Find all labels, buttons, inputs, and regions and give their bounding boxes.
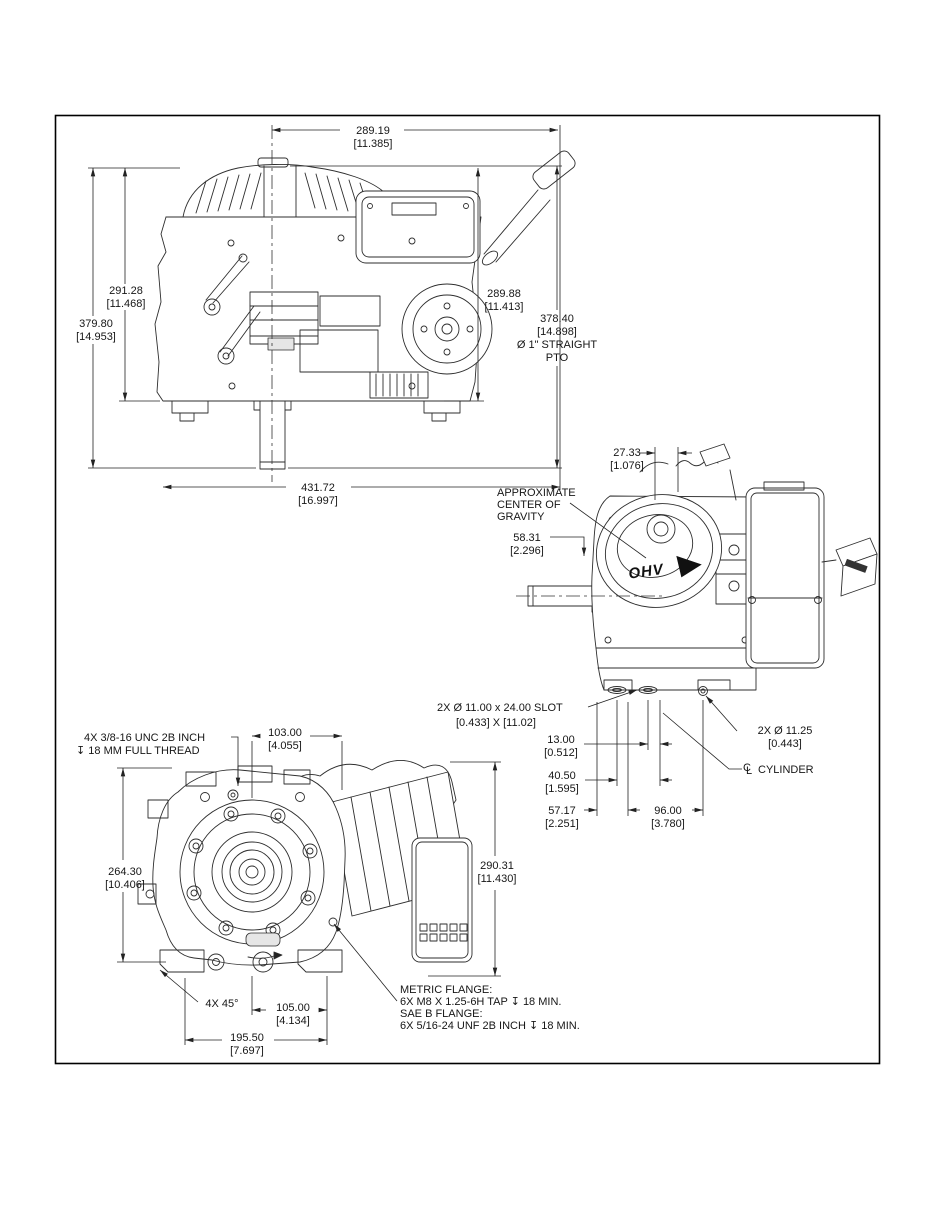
throttle-linkage xyxy=(203,234,416,390)
starter-cup xyxy=(401,283,493,375)
switch-label xyxy=(844,558,868,573)
dim-379-80-mm: 379.80 xyxy=(79,318,113,330)
flange-note-line3: SAE B FLANGE: xyxy=(400,1008,483,1020)
ohv-side-view-dimensions: 27.33 [1.076] APPROXIMATE CENTER OF GRAV… xyxy=(437,447,814,830)
dim-27-33-in: [1.076] xyxy=(610,460,644,472)
dim-289-88-in: [11.413] xyxy=(485,301,524,313)
dim-378-40-mm: 378.40 xyxy=(540,313,574,325)
dim-105-00-mm: 105.00 xyxy=(276,1002,310,1014)
dim-96-00-in: [3.780] xyxy=(651,818,685,830)
dim-289-19-mm: 289.19 xyxy=(356,125,390,137)
mounting-feet xyxy=(171,400,461,422)
dim-96-00-mm: 96.00 xyxy=(654,805,682,817)
pto-end-view xyxy=(137,760,473,973)
pto-end-view-dimensions: 4X 3/8-16 UNC 2B INCH ↧ 18 MM FULL THREA… xyxy=(76,727,580,1057)
flange-note-line4: 6X 5/16-24 UNF 2B INCH ↧ 18 MIN. xyxy=(400,1020,580,1032)
dim-289-88-mm: 289.88 xyxy=(487,288,521,300)
valve-cover: OHV xyxy=(595,494,723,608)
dim-105-00-in: [4.134] xyxy=(276,1015,310,1027)
spark-plug-wires xyxy=(639,443,737,501)
chamfer-label: 4X 45° xyxy=(205,998,238,1010)
dim-289-19-in: [11.385] xyxy=(354,138,393,150)
flange-bolt-holes xyxy=(186,806,318,938)
dim-57-17-in: [2.251] xyxy=(545,818,579,830)
dim-431-72-mm: 431.72 xyxy=(301,482,335,494)
centerline-symbol-l: L xyxy=(746,765,752,777)
dim-57-17-mm: 57.17 xyxy=(548,805,576,817)
cooling-louvers xyxy=(195,157,371,218)
logo-swoosh xyxy=(676,555,702,578)
dim-195-50-mm: 195.50 xyxy=(230,1032,264,1044)
mounting-flange xyxy=(179,799,325,945)
dim-58-31-in: [2.296] xyxy=(510,545,544,557)
slot-label-line1: 2X Ø 11.00 x 24.00 SLOT xyxy=(437,702,563,714)
dim-27-33-mm: 27.33 xyxy=(613,447,641,459)
thread-note-line1: 4X 3/8-16 UNC 2B INCH xyxy=(84,732,205,744)
hole-label-line1: 2X Ø 11.25 xyxy=(758,725,813,737)
top-details xyxy=(137,765,338,927)
pto-shaft xyxy=(253,400,292,470)
dim-103-00-mm: 103.00 xyxy=(268,727,302,739)
flange-note-line1: METRIC FLANGE: xyxy=(400,984,492,996)
side-elevation-view xyxy=(154,125,576,482)
mounting-base xyxy=(603,679,731,696)
dim-40-50-mm: 40.50 xyxy=(548,770,576,782)
dim-431-72-in: [16.997] xyxy=(298,495,338,507)
flange-note-line2: 6X M8 X 1.25-6H TAP ↧ 18 MIN. xyxy=(400,996,561,1008)
pto-note-line2: PTO xyxy=(546,352,569,364)
cg-label-line3: GRAVITY xyxy=(497,511,545,523)
hole-label-line2: [0.443] xyxy=(768,738,802,750)
air-cleaner-box xyxy=(745,481,825,669)
thread-note-line2: ↧ 18 MM FULL THREAD xyxy=(76,745,200,757)
dim-58-31-mm: 58.31 xyxy=(513,532,541,544)
dim-103-00-in: [4.055] xyxy=(268,740,302,752)
dim-40-50-in: [1.595] xyxy=(545,783,579,795)
air-cleaner xyxy=(355,190,481,264)
dim-290-31-in: [11.430] xyxy=(478,873,517,885)
dim-264-30-mm: 264.30 xyxy=(108,866,142,878)
pto-note-line1: Ø 1" STRAIGHT xyxy=(517,339,598,351)
dim-291-28-in: [11.468] xyxy=(107,298,146,310)
cg-label-line1: APPROXIMATE xyxy=(497,487,576,499)
dim-379-80-in: [14.953] xyxy=(76,331,116,343)
ohv-logo: OHV xyxy=(627,561,666,583)
sheet-border xyxy=(54,114,881,1065)
ohv-side-view: OHV xyxy=(516,443,878,696)
centerline-symbol-c: C xyxy=(743,762,751,774)
air-box xyxy=(411,837,473,963)
side-elevation-dimensions: 289.19 [11.385] 291.28 [11.468] 379.80 [… xyxy=(76,125,597,507)
switch-box xyxy=(821,537,878,597)
dim-13-00-in: [0.512] xyxy=(544,747,578,759)
dim-291-28-mm: 291.28 xyxy=(109,285,143,297)
slot-label-line2: [0.433] X [11.02] xyxy=(456,717,536,729)
cg-label-line2: CENTER OF xyxy=(497,499,561,511)
rotation-arrow xyxy=(273,951,283,960)
dim-195-50-in: [7.697] xyxy=(230,1045,264,1057)
dim-290-31-mm: 290.31 xyxy=(480,860,514,872)
cylinder-label: CYLINDER xyxy=(758,764,814,776)
dim-378-40-in: [14.898] xyxy=(537,326,577,338)
dim-13-00-mm: 13.00 xyxy=(547,734,575,746)
dim-264-30-in: [10.406] xyxy=(105,879,145,891)
dipstick xyxy=(481,150,576,266)
muffler-ribs xyxy=(369,371,429,399)
